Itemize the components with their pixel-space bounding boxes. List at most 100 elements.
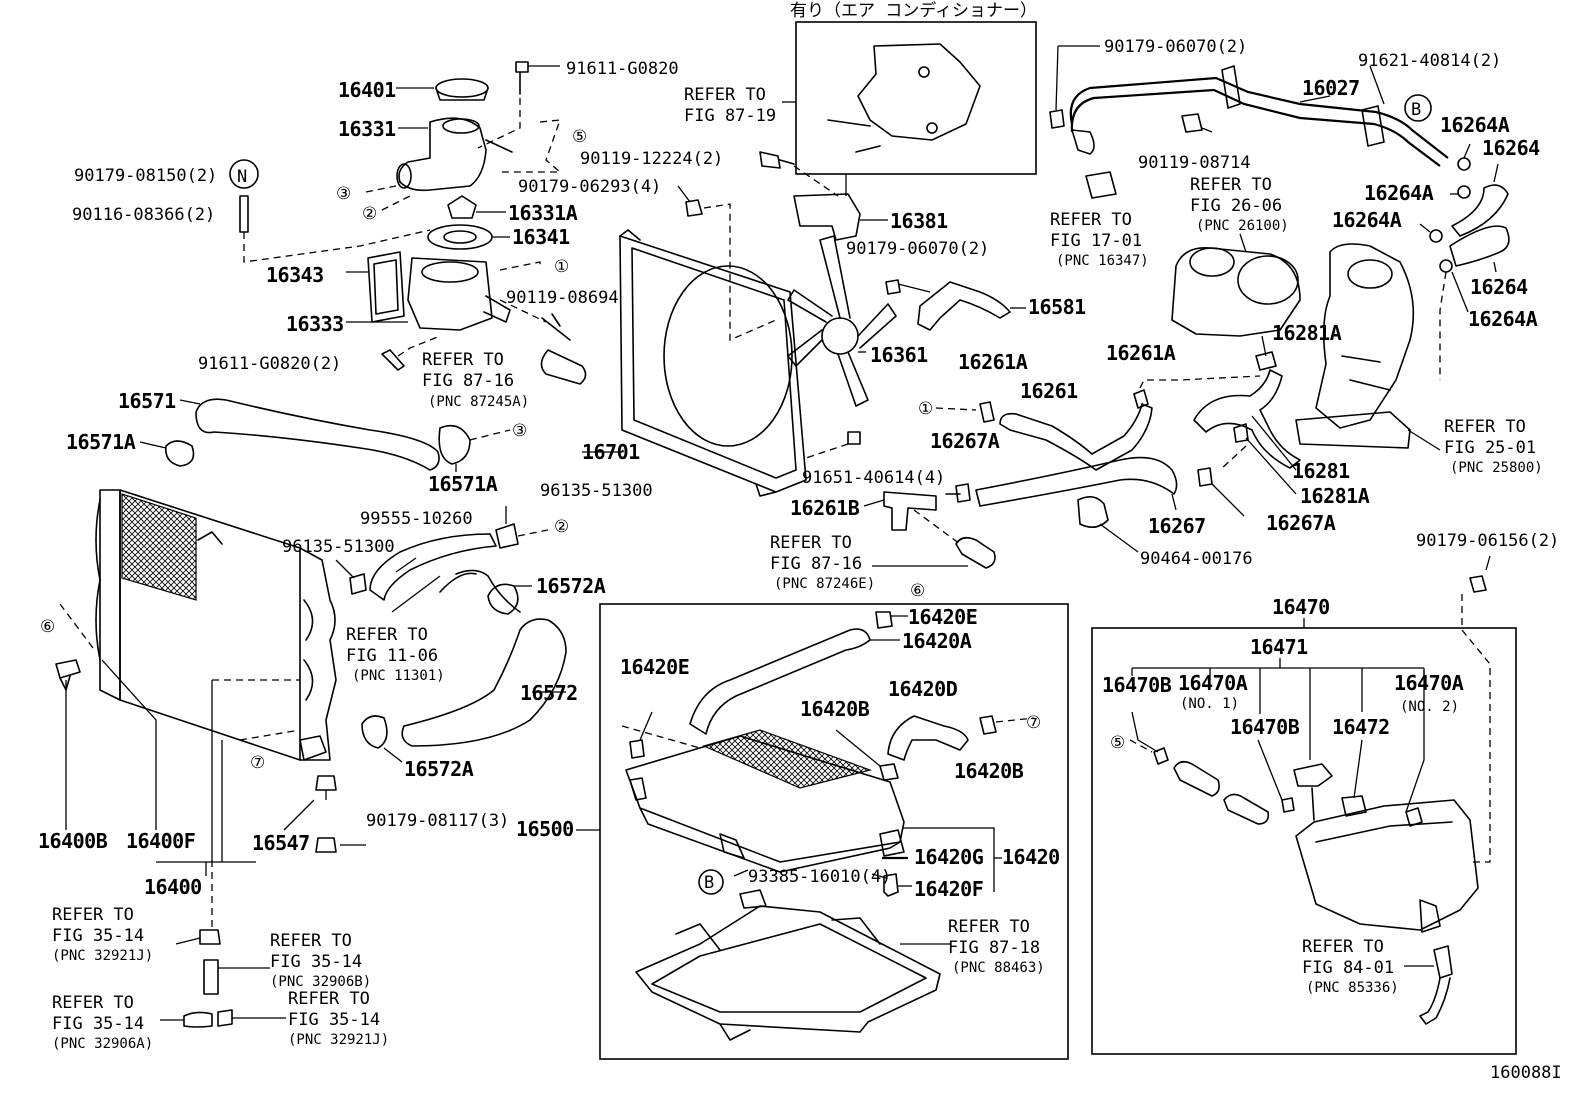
lower-hoses [335, 506, 567, 763]
label-16267A-right: 16267A [1266, 511, 1336, 535]
label-90179-06293: 90179-06293(4) [518, 177, 661, 197]
ref-11-06-l2: FIG 11-06 [346, 646, 438, 666]
label-16420G: 16420G [914, 845, 984, 869]
label-no-1: (NO. 1) [1180, 696, 1239, 712]
label-16470A-right: 16470A [1394, 671, 1464, 695]
label-16261A-left: 16261A [958, 350, 1028, 374]
ref-84-01-l2: FIG 84-01 [1302, 958, 1394, 978]
callout-6-a: ⑥ [40, 617, 55, 637]
label-16400: 16400 [144, 875, 202, 899]
label-16264A-4: 16264A [1468, 307, 1538, 331]
ac-bracket-box [759, 21, 1037, 241]
radiator-assy-box [576, 603, 1069, 1060]
label-16331A: 16331A [508, 201, 578, 225]
ref-35-14-d-l2: FIG 35-14 [288, 1010, 380, 1030]
callout-1-b: ① [918, 399, 933, 419]
ref-87-18-l2: FIG 87-18 [948, 938, 1040, 958]
label-16267A-left: 16267A [930, 429, 1000, 453]
radiator-assembly [55, 489, 366, 1028]
label-16470B-mid: 16470B [1230, 715, 1300, 739]
label-16341: 16341 [512, 225, 570, 249]
label-91611-G0820-2: 91611-G0820(2) [198, 354, 341, 374]
bracket-16581 [885, 279, 1026, 331]
text-labels: 有り（エア コンディショナー） 16401 91611-G0820 16331 … [38, 0, 1562, 1083]
label-16420B-right: 16420B [954, 759, 1024, 783]
label-16701: 16701 [582, 440, 640, 464]
ref-35-14-b-l2: FIG 35-14 [270, 952, 362, 972]
ref-25-01-l3: (PNC 25800) [1450, 460, 1543, 476]
callout-6-b: ⑥ [910, 581, 925, 601]
ref-87-18-l3: (PNC 88463) [952, 960, 1045, 976]
label-no-2: (NO. 2) [1400, 699, 1459, 715]
ref-87-16-a-l3: (PNC 87245A) [428, 394, 529, 410]
ref-35-14-d-l3: (PNC 32921J) [288, 1032, 389, 1048]
ref-35-14-a-l2: FIG 35-14 [52, 926, 144, 946]
label-96135-51300-a: 96135-51300 [540, 481, 653, 501]
label-16400B: 16400B [38, 829, 108, 853]
callout-7-a: ⑦ [250, 753, 265, 773]
ref-35-14-c-l1: REFER TO [52, 993, 134, 1013]
upper-radiator-hose [139, 398, 511, 472]
label-90179-08150: 90179-08150(2) [74, 166, 217, 186]
label-91611-G0820: 91611-G0820 [566, 59, 679, 79]
label-16361: 16361 [870, 343, 928, 367]
label-90179-06070-mid: 90179-06070(2) [846, 239, 989, 259]
callout-5-b: ⑤ [1110, 733, 1125, 753]
label-16500: 16500 [516, 817, 574, 841]
callout-N: N [237, 167, 247, 187]
heater-hoses [863, 369, 1301, 569]
callout-B-top: B [1411, 100, 1421, 120]
ref-35-14-d-l1: REFER TO [288, 989, 370, 1009]
label-99555-10260: 99555-10260 [360, 509, 473, 529]
ref-87-16-b-l2: FIG 87-16 [770, 554, 862, 574]
ref-87-18-l1: REFER TO [948, 917, 1030, 937]
label-90116-08366: 90116-08366(2) [72, 205, 215, 225]
label-91651-40614: 91651-40614(4) [802, 468, 945, 488]
label-90119-12224: 90119-12224(2) [580, 149, 723, 169]
label-16381: 16381 [890, 209, 948, 233]
label-16420B-left: 16420B [800, 697, 870, 721]
ref-35-14-a-l3: (PNC 32921J) [52, 948, 153, 964]
water-outlet-group [239, 61, 587, 385]
ref-87-16-a-l2: FIG 87-16 [422, 371, 514, 391]
ref-11-06-l3: (PNC 11301) [352, 668, 445, 684]
ref-25-01-l2: FIG 25-01 [1444, 438, 1536, 458]
label-16572A-bottom: 16572A [404, 757, 474, 781]
water-bypass-pipes [1049, 45, 1510, 380]
label-90179-06070-top: 90179-06070(2) [1104, 37, 1247, 57]
label-16470: 16470 [1272, 595, 1330, 619]
fan-blades [787, 235, 897, 407]
label-16027: 16027 [1302, 76, 1360, 100]
label-16571A-right: 16571A [428, 472, 498, 496]
ref-17-01-l1: REFER TO [1050, 210, 1132, 230]
label-16261B: 16261B [790, 496, 860, 520]
label-93385-16010: 93385-16010(4) [748, 867, 891, 887]
label-16472: 16472 [1332, 715, 1390, 739]
label-16547: 16547 [252, 831, 310, 855]
label-16267: 16267 [1148, 514, 1206, 538]
ref-84-01-l3: (PNC 85336) [1306, 980, 1399, 996]
ref-26-06-l1: REFER TO [1190, 175, 1272, 195]
label-90119-08714: 90119-08714 [1138, 153, 1251, 173]
label-16264-top: 16264 [1482, 136, 1540, 160]
callouts [229, 94, 1432, 895]
callout-B-bottom: B [704, 873, 714, 893]
label-16331: 16331 [338, 117, 396, 141]
ref-35-14-b-l3: (PNC 32906B) [270, 974, 371, 990]
ref-35-14-c-l2: FIG 35-14 [52, 1014, 144, 1034]
ref-35-14-c-l3: (PNC 32906A) [52, 1036, 153, 1052]
callout-7-b: ⑦ [1026, 713, 1041, 733]
ref-35-14-a-l1: REFER TO [52, 905, 134, 925]
label-16264A-1: 16264A [1440, 113, 1510, 137]
label-90179-08117: 90179-08117(3) [366, 811, 509, 831]
ac-note: 有り（エア コンディショナー） [790, 0, 1037, 21]
label-16420E-top: 16420E [908, 605, 977, 629]
callout-2-b: ② [554, 517, 569, 537]
ref-17-01-l2: FIG 17-01 [1050, 231, 1142, 251]
label-16264A-2: 16264A [1364, 181, 1434, 205]
label-16420A: 16420A [902, 629, 972, 653]
label-16400F: 16400F [126, 829, 195, 853]
label-16471: 16471 [1250, 635, 1308, 659]
label-16264A-3: 16264A [1332, 208, 1402, 232]
